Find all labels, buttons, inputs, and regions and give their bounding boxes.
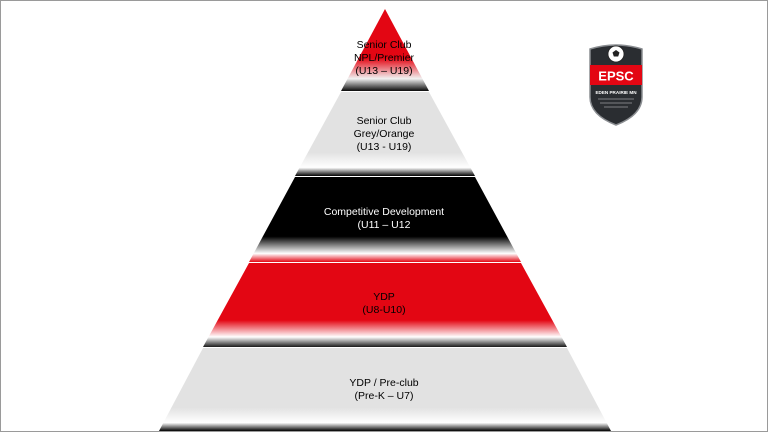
soccer-ball-shield-icon: EPSC EDEN PRAIRIE MN	[589, 44, 643, 126]
tier-1-label: Senior Club NPL/Premier (U13 – U19)	[1, 39, 767, 78]
tier-5-line-2: (Pre-K – U7)	[354, 390, 414, 402]
logo-text: EPSC	[598, 69, 634, 84]
tier-2-line-2: Grey/Orange	[353, 128, 415, 140]
tier-1-shape	[341, 9, 429, 91]
tier-1-line-1: Senior Club	[356, 39, 412, 51]
tier-5-shape	[159, 348, 611, 431]
tier-3-label: Competitive Development (U11 – U12	[1, 206, 767, 232]
tier-2-label: Senior Club Grey/Orange (U13 - U19)	[1, 115, 767, 154]
tier-4-line-1: YDP	[373, 291, 395, 303]
tier-3-line-2: (U11 – U12	[357, 219, 411, 231]
logo-subtext: EDEN PRAIRIE MN	[595, 90, 637, 95]
tier-3-shape	[249, 177, 521, 262]
tier-4-label: YDP (U8-U10)	[1, 291, 767, 317]
tier-1-line-3: (U13 – U19)	[355, 65, 413, 77]
tier-3-line-1: Competitive Development	[323, 206, 445, 218]
tier-1-line-2: NPL/Premier	[353, 52, 415, 64]
tier-4-line-2: (U8-U10)	[362, 304, 406, 316]
tier-5-label: YDP / Pre-club (Pre-K – U7)	[1, 377, 767, 403]
tier-5-line-1: YDP / Pre-club	[349, 377, 419, 389]
tier-2-line-1: Senior Club	[356, 115, 412, 127]
tier-2-shape	[295, 92, 475, 176]
tier-4-shape	[203, 263, 567, 347]
tier-2-line-3: (U13 - U19)	[356, 141, 412, 153]
